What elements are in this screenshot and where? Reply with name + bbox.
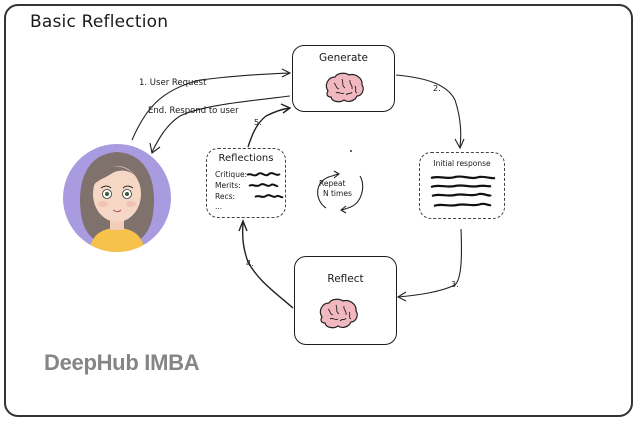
edge-label-step5: 5. bbox=[254, 118, 262, 127]
edge-user-request bbox=[131, 72, 291, 141]
loop-arrow-icon bbox=[317, 170, 364, 214]
edge-label-user-request: 1. User Request bbox=[139, 78, 207, 88]
brain-icon bbox=[325, 72, 364, 103]
user-avatar-icon bbox=[80, 152, 154, 252]
reflections-node: Reflections Critique: Merits: Recs: ... bbox=[206, 148, 286, 218]
edge-label-respond: End. Respond to user bbox=[148, 106, 239, 116]
repeat-loop: Repeat N times bbox=[312, 168, 370, 216]
loop-label-line1: Repeat bbox=[319, 179, 346, 188]
reflect-node: Reflect bbox=[294, 256, 397, 345]
watermark: DeepHub IMBA bbox=[44, 350, 200, 375]
edge-label-step3: 3. bbox=[451, 280, 459, 289]
scribble-lines-icon bbox=[246, 172, 284, 199]
reflect-label: Reflect bbox=[327, 273, 364, 285]
brain-icon bbox=[319, 298, 358, 329]
edge-step3 bbox=[397, 228, 463, 298]
initial-response-node: Initial response bbox=[419, 152, 505, 219]
generate-node: Generate bbox=[292, 45, 395, 112]
dot-mark bbox=[350, 150, 352, 152]
initial-response-label: Initial response bbox=[433, 159, 491, 168]
reflection-row-merits: Merits: bbox=[215, 181, 241, 190]
reflection-row-more: ... bbox=[215, 202, 223, 211]
reflections-label: Reflections bbox=[218, 153, 274, 164]
scribble-lines-icon bbox=[430, 175, 496, 208]
edge-step4 bbox=[241, 221, 294, 309]
reflection-row-recs: Recs: bbox=[215, 192, 236, 201]
edge-respond bbox=[151, 95, 291, 153]
edge-step2 bbox=[395, 74, 462, 148]
edge-label-step4: 4. bbox=[246, 259, 254, 268]
generate-label: Generate bbox=[318, 52, 369, 64]
reflection-row-critique: Critique: bbox=[215, 170, 248, 179]
edge-label-step2: 2. bbox=[433, 84, 441, 93]
edge-step5 bbox=[247, 107, 291, 148]
diagram-title: Basic Reflection bbox=[30, 12, 169, 32]
loop-label-line2: N times bbox=[323, 189, 352, 198]
user-avatar bbox=[63, 144, 171, 252]
